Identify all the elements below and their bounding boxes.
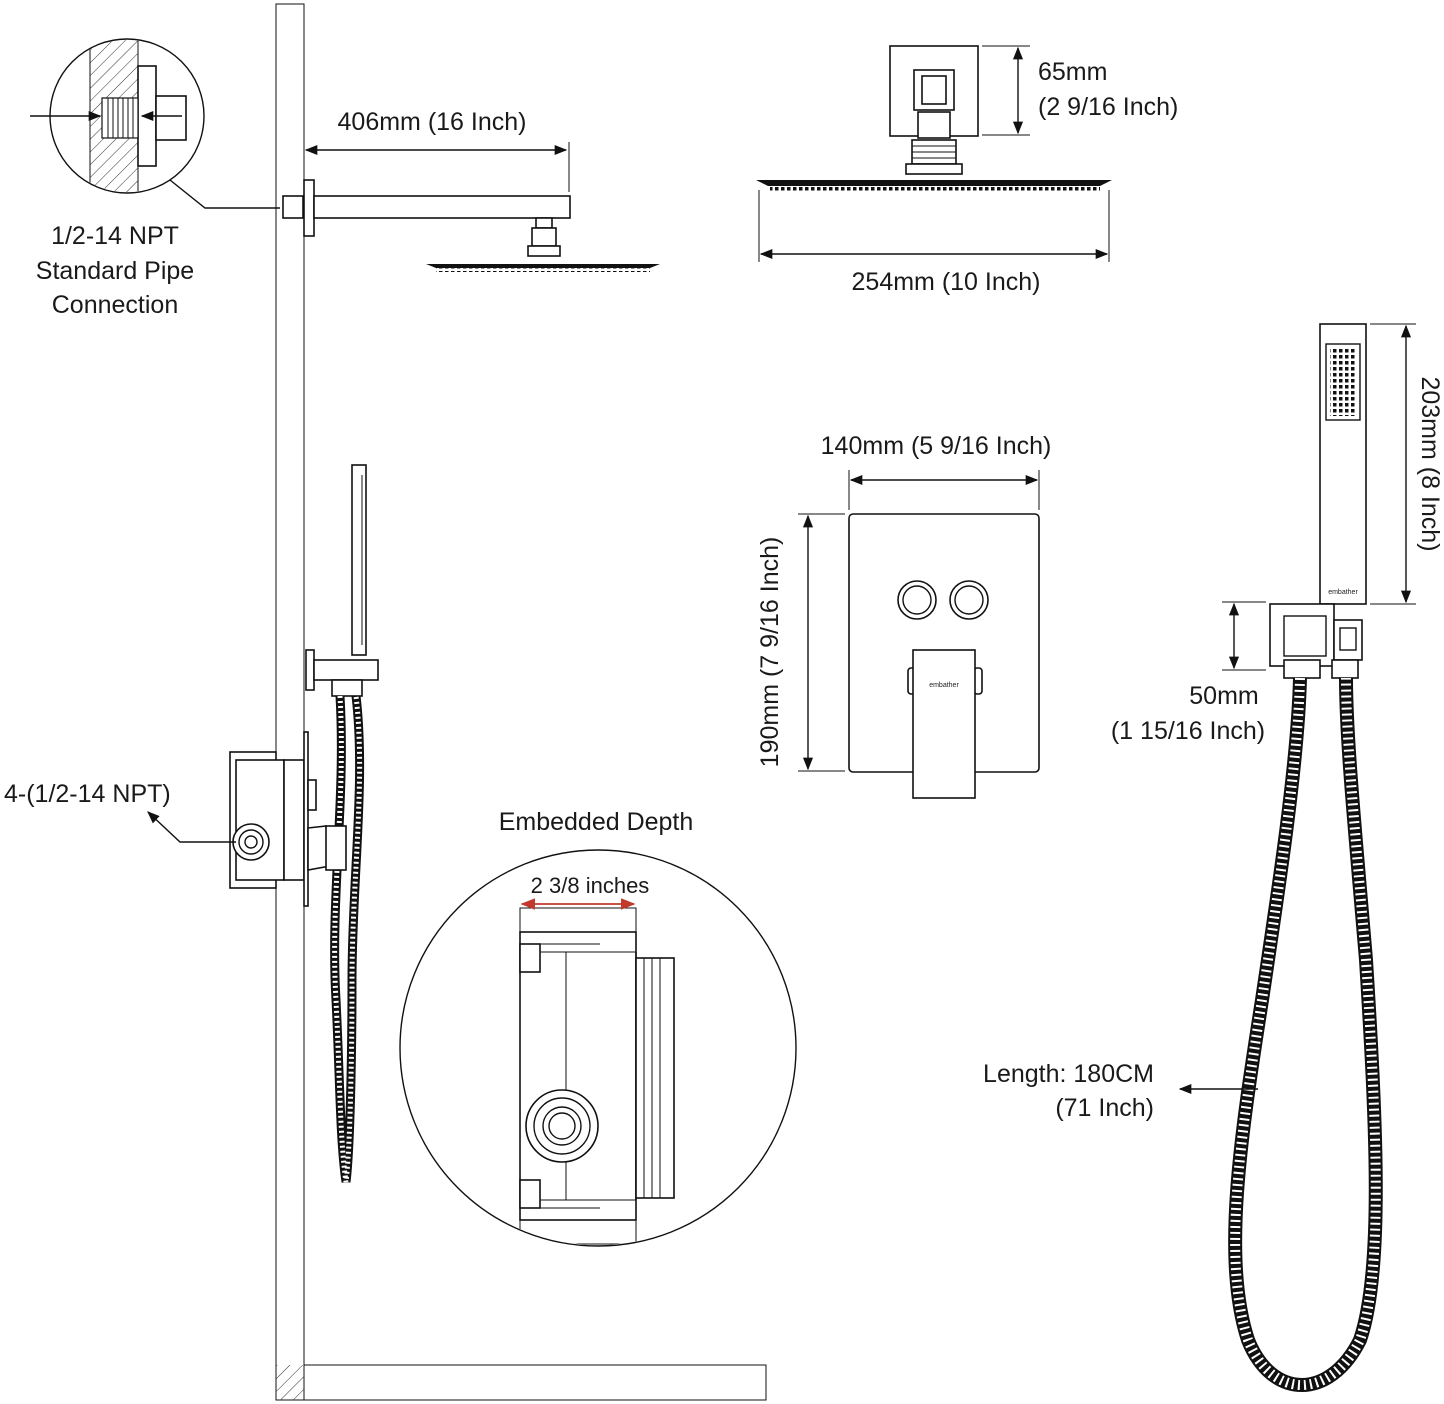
head-height-mm: 65mm xyxy=(1038,58,1107,86)
pipe-connection-line-2: Standard Pipe xyxy=(36,257,194,285)
handheld-holder xyxy=(1269,603,1363,679)
pipe-connection-label: 1/2-14 NPT Standard Pipe Connection xyxy=(36,222,194,319)
arm-length-label: 406mm (16 Inch) xyxy=(338,108,527,136)
shower-hose xyxy=(1228,677,1383,1392)
handheld-side-view xyxy=(305,464,379,1183)
diverter-button-right xyxy=(949,580,989,620)
shower-head-front xyxy=(756,45,1112,191)
hose-length-callout: Length: 180CM (71 Inch) xyxy=(983,1060,1258,1122)
holder-height-dimension: 50mm (1 15/16 Inch) xyxy=(1111,601,1266,745)
valve-ports-label: 4-(1/2-14 NPT) xyxy=(4,780,171,808)
handheld-shower-front: embather xyxy=(1319,323,1367,605)
trim-plate: embather xyxy=(848,513,1040,799)
plate-brand-logo: embather xyxy=(929,682,959,689)
hose-length-inch: (71 Inch) xyxy=(1055,1094,1154,1122)
hose-length-label: Length: 180CM xyxy=(983,1060,1154,1088)
head-width-dimension: 254mm (10 Inch) xyxy=(758,190,1110,296)
head-width-label: 254mm (10 Inch) xyxy=(852,268,1041,296)
head-height-inch: (2 9/16 Inch) xyxy=(1038,93,1178,121)
embedded-depth-detail: 2 3/8 inches xyxy=(399,849,797,1247)
plate-width-label: 140mm (5 9/16 Inch) xyxy=(821,432,1052,460)
arm-length-dimension: 406mm (16 Inch) xyxy=(304,108,570,192)
rain-shower-head-side xyxy=(426,264,660,272)
diverter-button-left xyxy=(897,580,937,620)
handheld-length-dimension: 203mm (8 Inch) xyxy=(1370,323,1444,605)
embedded-depth-title: Embedded Depth xyxy=(499,808,694,836)
plate-width-dimension: 140mm (5 9/16 Inch) xyxy=(821,432,1052,510)
embedded-depth-value: 2 3/8 inches xyxy=(531,873,650,898)
holder-height-mm: 50mm xyxy=(1189,682,1258,710)
wall xyxy=(275,3,767,1401)
pipe-connection-line-3: Connection xyxy=(52,291,178,319)
holder-height-inch: (1 15/16 Inch) xyxy=(1111,717,1265,745)
pipe-thread xyxy=(107,98,134,138)
plate-height-dimension: 190mm (7 9/16 Inch) xyxy=(756,513,845,772)
shower-arm xyxy=(282,179,571,257)
handheld-length-label: 203mm (8 Inch) xyxy=(1416,376,1444,551)
valve-body xyxy=(229,731,347,907)
handheld-brand-logo: embather xyxy=(1328,589,1358,596)
plate-height-label: 190mm (7 9/16 Inch) xyxy=(756,537,784,768)
valve-ports-callout: 4-(1/2-14 NPT) xyxy=(4,780,236,843)
head-height-dimension: 65mm (2 9/16 Inch) xyxy=(982,45,1178,136)
pipe-connection-line-1: 1/2-14 NPT xyxy=(51,222,179,250)
pipe-connection-detail xyxy=(30,38,280,209)
